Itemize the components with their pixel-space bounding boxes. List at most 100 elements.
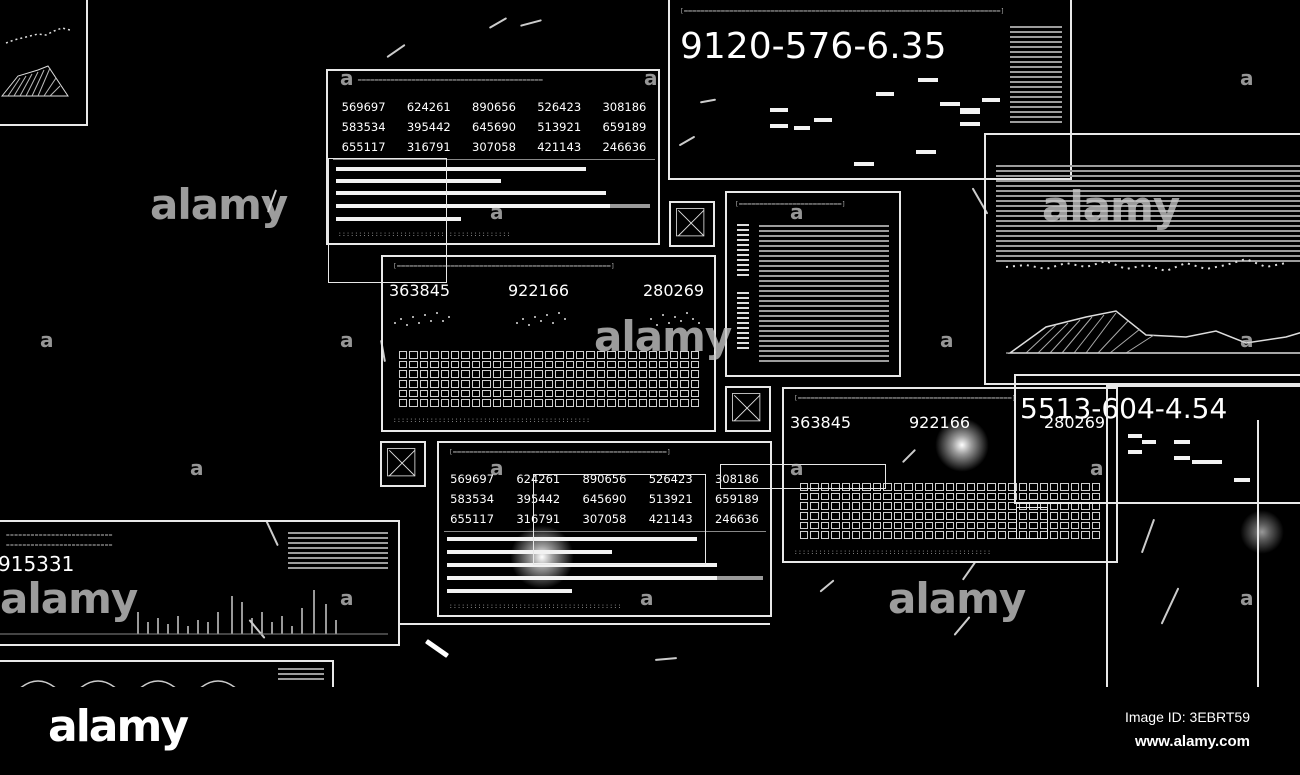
grid-cell [430, 370, 439, 378]
grid-cell [924, 511, 934, 520]
dash-mark [770, 108, 788, 112]
grid-cell [451, 379, 460, 388]
table-cell: 513921 [648, 492, 693, 506]
grid-cell [628, 360, 637, 369]
grid-cell [451, 360, 460, 369]
particle-streak [386, 43, 406, 59]
mini-area-chart [0, 27, 71, 97]
watermark-glyph: a [340, 328, 354, 352]
grid-cell [1070, 492, 1080, 501]
grid-cell [893, 492, 903, 501]
grid-cell [492, 370, 502, 378]
grid-cell [628, 399, 637, 407]
grid-cell [1018, 492, 1028, 501]
watermark-glyph: a [790, 456, 804, 480]
grid-cell [607, 379, 616, 388]
grid-cell [440, 360, 450, 369]
grid-cell [659, 370, 668, 378]
grid-cell [914, 521, 923, 530]
panel-header-rule: [━━━━━━━━━━━━━━━━━━━━━━━━━━━━━━━━━━━━━━━… [680, 8, 1005, 15]
grid-cell [956, 483, 965, 491]
grid-cell [966, 511, 976, 520]
grid-cell [987, 521, 996, 530]
grid-cell [555, 389, 564, 398]
grid-cell [596, 351, 606, 359]
kpi-grid-panel-right: [━━━━━━━━━━━━━━━━━━━━━━━━━━━━━━━━━━━━━━━… [782, 387, 1118, 563]
data-table-panel-top: ━━━━━━━━━━━━━━━━━━━━━━━━━━━━━━━━━━━━━━━━… [326, 69, 660, 245]
grid-cell [503, 351, 512, 359]
progress-bar [336, 167, 586, 171]
grid-cell [440, 389, 450, 398]
grid-cell [1008, 502, 1017, 510]
grid-cell [680, 370, 689, 378]
grid-cell [523, 389, 533, 398]
overlay-frame [720, 464, 886, 489]
grid-cell [638, 389, 647, 398]
text-chart-panel-right [984, 133, 1300, 385]
grid-cell [883, 492, 892, 501]
grid-cell [409, 360, 418, 369]
grid-cell [638, 360, 647, 369]
grid-cell [872, 502, 882, 510]
grid-cell [820, 521, 830, 530]
grid-cell [544, 370, 554, 378]
grid-cell [1049, 511, 1059, 520]
grid-cell [680, 351, 689, 359]
panel-caption: ========================== [6, 542, 113, 549]
grid-cell [523, 360, 533, 369]
grid-cell [503, 379, 512, 388]
grid-cell [544, 379, 554, 388]
number-table: 569697 624261 890656 526423 308186 58353… [439, 469, 770, 529]
grid-cell [440, 351, 450, 359]
dash-mark [1128, 450, 1142, 454]
grid-cell [997, 531, 1007, 539]
side-data-column [1010, 26, 1062, 126]
grid-cell [935, 492, 944, 501]
grid-cell [544, 399, 554, 407]
grid-cell [1039, 483, 1048, 491]
progress-bar [447, 563, 717, 567]
grid-cell [904, 531, 913, 539]
progress-bar [336, 179, 501, 183]
grid-cell [596, 370, 606, 378]
particle-streak [654, 657, 678, 661]
grid-cell [596, 389, 606, 398]
grid-cell [997, 502, 1007, 510]
grid-cell [800, 511, 809, 520]
grid-cell [607, 360, 616, 369]
grid-cell [977, 521, 986, 530]
table-cell: 316791 [516, 512, 561, 526]
grid-cell [1081, 511, 1090, 520]
grid-cell [935, 531, 944, 539]
grid-cell [680, 360, 689, 369]
scale-ticks [737, 224, 749, 349]
grid-cell [904, 511, 913, 520]
grid-cell [1029, 511, 1038, 520]
connector-line [400, 623, 770, 625]
hud-code-readout: 915331 [0, 552, 75, 576]
grid-cell [904, 502, 913, 510]
grid-cell [966, 521, 976, 530]
grid-cell [523, 399, 533, 407]
dash-mark [854, 162, 874, 166]
grid-cell [586, 370, 595, 378]
grid-cell [482, 379, 491, 388]
grid-cell [987, 483, 996, 491]
close-box-icon [725, 386, 771, 432]
progress-bar [336, 204, 610, 208]
kpi-value: 922166 [508, 281, 570, 300]
grid-cell [419, 389, 429, 398]
panel-header-rule: [━━━━━━━━━━━━━━━━━━━━━━━━━━━━━━━━━━━━━━━… [449, 449, 672, 456]
grid-cell [1060, 483, 1069, 491]
watermark-glyph: a [1240, 328, 1254, 352]
kpi-value: 280269 [1044, 413, 1106, 432]
grid-cell [904, 483, 913, 491]
site-url[interactable]: www.alamy.com [1134, 733, 1250, 750]
grid-cell [1008, 483, 1017, 491]
grid-cell [440, 399, 450, 407]
watermark-glyph: a [40, 328, 54, 352]
table-cell: 659189 [602, 120, 647, 134]
grid-cell [862, 492, 871, 501]
grid-cell [461, 360, 470, 369]
watermark-text: alamy [150, 180, 288, 229]
